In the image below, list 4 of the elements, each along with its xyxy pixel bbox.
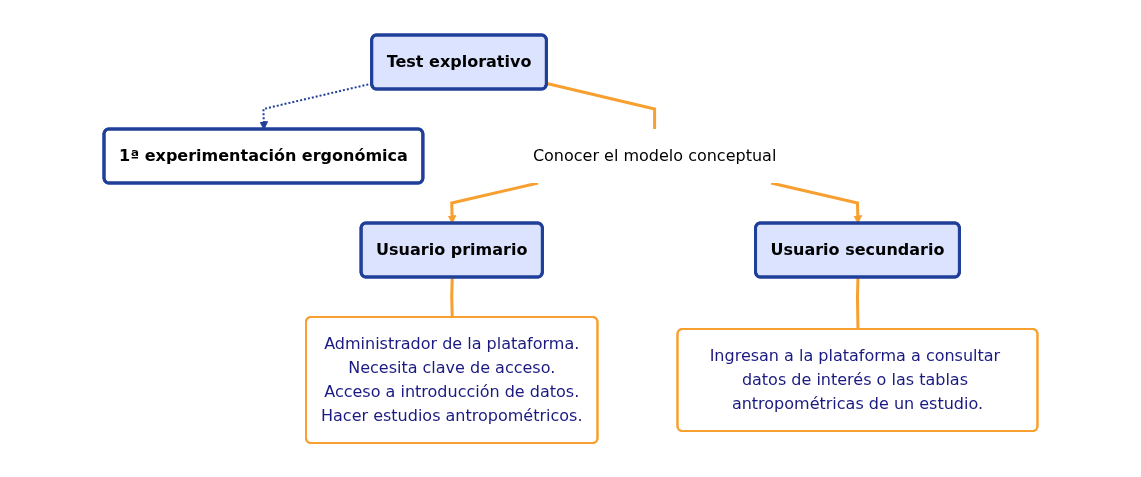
connector <box>855 276 860 330</box>
connector <box>450 276 454 318</box>
node-text: Conocer el modelo conceptual <box>532 145 777 165</box>
connector <box>546 81 656 129</box>
